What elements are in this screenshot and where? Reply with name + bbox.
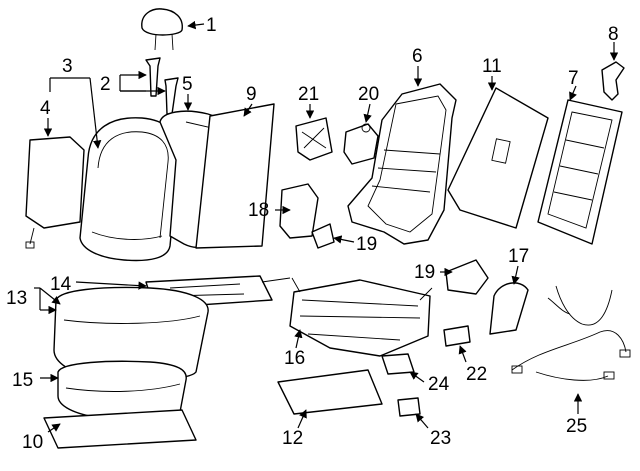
callout-25: 25 <box>566 416 587 437</box>
callout-1: 1 <box>206 15 217 36</box>
seatback-cover <box>79 117 179 262</box>
connector-22 <box>443 325 471 347</box>
module-20 <box>343 123 379 165</box>
callout-21: 21 <box>298 84 319 105</box>
seat-adjuster-frame <box>289 277 433 357</box>
callout-5: 5 <box>182 74 193 95</box>
callout-16: 16 <box>284 348 305 369</box>
switch-24 <box>381 353 415 375</box>
seatback-frame <box>347 83 457 245</box>
callout-11: 11 <box>482 56 502 77</box>
bracket-21 <box>295 117 333 161</box>
callout-23: 23 <box>430 428 451 449</box>
wire-harness-25 <box>511 285 631 381</box>
cover-19-right <box>445 259 489 295</box>
callout-18: 18 <box>248 200 269 221</box>
side-cover-18 <box>279 183 319 239</box>
callout-9: 9 <box>246 84 257 105</box>
callout-22: 22 <box>466 364 487 385</box>
callout-7: 7 <box>568 68 579 89</box>
headrest-guides <box>145 57 179 115</box>
callout-24: 24 <box>428 374 450 395</box>
callout-14: 14 <box>50 274 72 295</box>
cover-19-left <box>311 223 335 249</box>
callout-labels: 1 2 3 4 5 6 7 8 9 10 11 12 13 14 15 16 1… <box>6 15 619 453</box>
clip-23 <box>397 397 421 417</box>
callout-20: 20 <box>358 84 379 105</box>
leader-lines <box>34 20 619 433</box>
callout-10: 10 <box>22 432 43 453</box>
headrest <box>141 8 183 51</box>
seat-sheet <box>43 409 197 449</box>
callout-15: 15 <box>12 370 33 391</box>
side-shield-17 <box>489 282 529 335</box>
callout-13: 13 <box>6 288 27 309</box>
callout-6: 6 <box>412 46 423 67</box>
back-panel <box>447 87 549 229</box>
callout-12: 12 <box>282 428 303 449</box>
callout-17: 17 <box>508 246 529 267</box>
seatback-sheet <box>195 103 275 249</box>
callout-19-a: 19 <box>356 234 377 255</box>
callout-3: 3 <box>62 56 73 77</box>
callout-19-b: 19 <box>414 262 435 283</box>
sheet-12 <box>277 369 383 415</box>
back-board <box>537 99 623 245</box>
callout-8: 8 <box>608 24 619 45</box>
bracket-8 <box>601 61 625 101</box>
callout-4: 4 <box>40 98 51 119</box>
seatback-heater-mat <box>25 136 85 249</box>
callout-2: 2 <box>100 74 111 95</box>
